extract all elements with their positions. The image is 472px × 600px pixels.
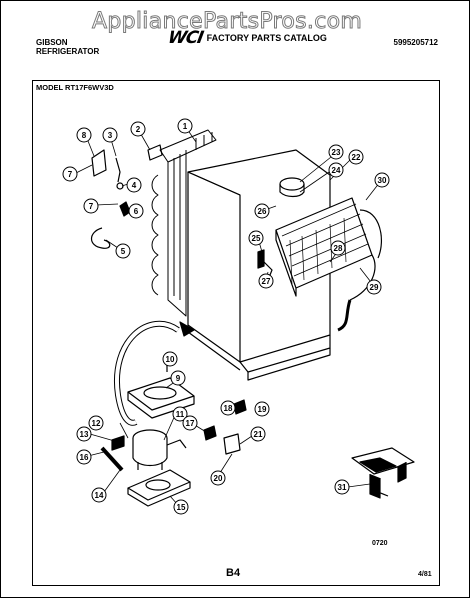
svg-text:6: 6 [134,207,139,216]
svg-text:22: 22 [352,153,361,162]
base-plate-drawing [127,469,191,507]
svg-text:15: 15 [177,503,186,512]
callout-9: 9 [170,370,186,386]
callout-5: 5 [115,243,131,259]
svg-text:10: 10 [166,355,175,364]
callout-4: 4 [126,177,142,193]
callout-8: 8 [76,127,92,143]
svg-text:1: 1 [183,122,188,131]
svg-text:23: 23 [332,148,341,157]
svg-text:18: 18 [224,404,233,413]
drain-tube-drawing [113,320,180,426]
callout-7b: 7 [83,198,99,214]
svg-text:26: 26 [258,207,267,216]
svg-text:9: 9 [176,374,181,383]
svg-text:4: 4 [132,181,137,190]
lamp-socket-drawing [257,249,265,269]
callout-13: 13 [76,426,92,442]
evaporator-assembly-drawing [275,197,382,332]
callout-31: 31 [334,479,350,495]
svg-text:25: 25 [252,234,261,243]
condenser-coil-drawing [151,129,217,317]
svg-text:3: 3 [108,131,113,140]
model-label: MODEL RT17F6WV3D [36,83,114,92]
control-bracket-drawing [90,144,163,249]
svg-text:11: 11 [176,410,185,419]
svg-text:30: 30 [378,176,387,185]
watermark: AppliancePartsPros.com [91,9,363,35]
svg-text:21: 21 [254,430,263,439]
callout-29: 29 [366,279,382,295]
callout-2: 2 [130,121,146,137]
product-type: REFRIGERATOR [36,47,100,56]
callout-6: 6 [128,203,144,219]
callout-7a: 7 [62,166,78,182]
callout-23: 23 [328,144,344,160]
brand-name: GIBSON [36,38,68,47]
svg-text:12: 12 [92,419,101,428]
svg-text:7: 7 [89,202,94,211]
svg-text:13: 13 [80,430,89,439]
callout-26: 26 [254,203,270,219]
svg-text:16: 16 [80,453,89,462]
catalog-header: WCI FACTORY PARTS CATALOG [166,28,327,48]
overload-drawing [203,425,217,441]
callout-24: 24 [328,162,344,178]
callout-27: 27 [258,273,274,289]
callout-12: 12 [88,415,104,431]
callout-25: 25 [248,230,264,246]
svg-text:20: 20 [214,474,223,483]
callout-30: 30 [374,172,390,188]
callout-1: 1 [177,118,193,134]
svg-text:28: 28 [334,244,343,253]
svg-text:2: 2 [136,125,141,134]
diagram-code: 0720 [372,540,388,547]
page-number: B4 [226,567,241,579]
svg-text:5: 5 [121,247,126,256]
callout-19-visible: 19 [254,401,270,417]
svg-text:14: 14 [95,491,104,500]
callout-15: 15 [173,499,189,515]
leveling-leg-drawing [351,447,415,499]
callout-11: 11 [172,406,188,422]
catalog-title: FACTORY PARTS CATALOG [206,33,327,43]
brand-block: GIBSON REFRIGERATOR [36,38,99,56]
callout-28: 28 [330,240,346,256]
callout-16: 16 [76,449,92,465]
drain-pan-drawing [127,377,195,419]
callout-21: 21 [250,426,266,442]
callout-10: 10 [162,351,178,367]
callout-22: 22 [348,149,364,165]
svg-text:7: 7 [68,170,73,179]
svg-text:29: 29 [370,283,379,292]
callout-numbers: 1 2 3 4 5 6 7 7 8 9 10 11 12 13 14 15 16… [62,118,390,515]
svg-text:8: 8 [82,131,87,140]
revision-date: 4/81 [418,571,432,578]
catalog-number: 5995205712 [393,38,439,47]
callout-3: 3 [102,127,118,143]
callout-14: 14 [91,487,107,503]
callout-20: 20 [210,470,226,486]
diagram-panel [32,80,440,586]
callout-17: 17 [182,415,198,431]
svg-text:17: 17 [186,419,195,428]
svg-text:19: 19 [258,405,267,414]
svg-text:27: 27 [262,277,271,286]
svg-text:24: 24 [332,166,341,175]
callout-18: 18 [220,400,236,416]
svg-text:31: 31 [338,483,347,492]
compressor-drawing [132,429,187,470]
